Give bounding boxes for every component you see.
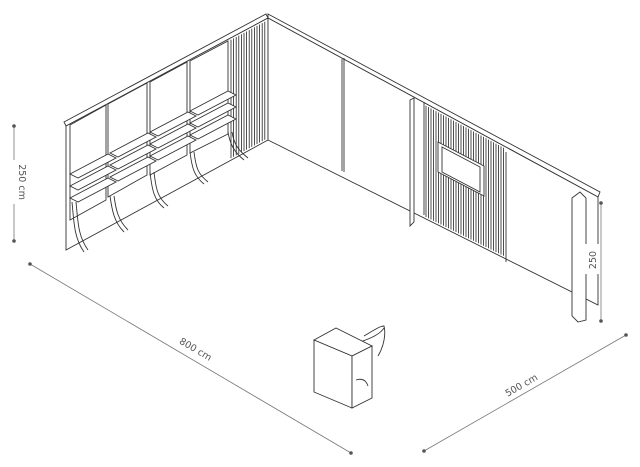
- reception-counter: [312, 325, 386, 409]
- shelf-board: [189, 90, 237, 116]
- shelf-leg-5: [227, 131, 245, 161]
- shelf-leg-2: [109, 195, 125, 233]
- chair-back: [363, 325, 386, 357]
- shelf-board: [69, 177, 117, 203]
- right-height-label: 250: [588, 251, 599, 269]
- screen: [437, 141, 485, 197]
- shelf-board: [109, 144, 157, 170]
- dimension-left: 250 cm: [8, 124, 27, 243]
- shelf-board: [69, 153, 117, 179]
- slat-panel-side: [425, 105, 504, 256]
- length-label: 800 cm: [177, 336, 213, 364]
- counter-side: [351, 345, 373, 409]
- end-panel: [571, 191, 587, 323]
- shelf-leg-4: [189, 151, 205, 185]
- shelf-board: [189, 114, 237, 140]
- dimension-depth: 500 cm: [422, 333, 628, 453]
- dimension-length: 800 cm: [28, 262, 353, 455]
- shelf-leg-3: [149, 171, 165, 209]
- shelf-board: [149, 135, 197, 161]
- slat-panel-back: [230, 21, 266, 159]
- shelf-board: [149, 111, 197, 137]
- left-height-label: 250 cm: [16, 164, 27, 200]
- shelf-board: [109, 132, 157, 158]
- dimension-right: 250: [585, 201, 603, 323]
- side-wall: [267, 13, 601, 323]
- depth-label: 500 cm: [504, 372, 540, 399]
- shelf-board: [189, 102, 237, 128]
- side-wall-face: [267, 17, 599, 306]
- side-pillar: [409, 97, 415, 228]
- shelf-unit: [69, 90, 249, 253]
- shelf-board: [69, 165, 117, 191]
- shelf-leg-1: [71, 201, 85, 253]
- shelf-board: [149, 123, 197, 149]
- shelf-board: [109, 156, 157, 182]
